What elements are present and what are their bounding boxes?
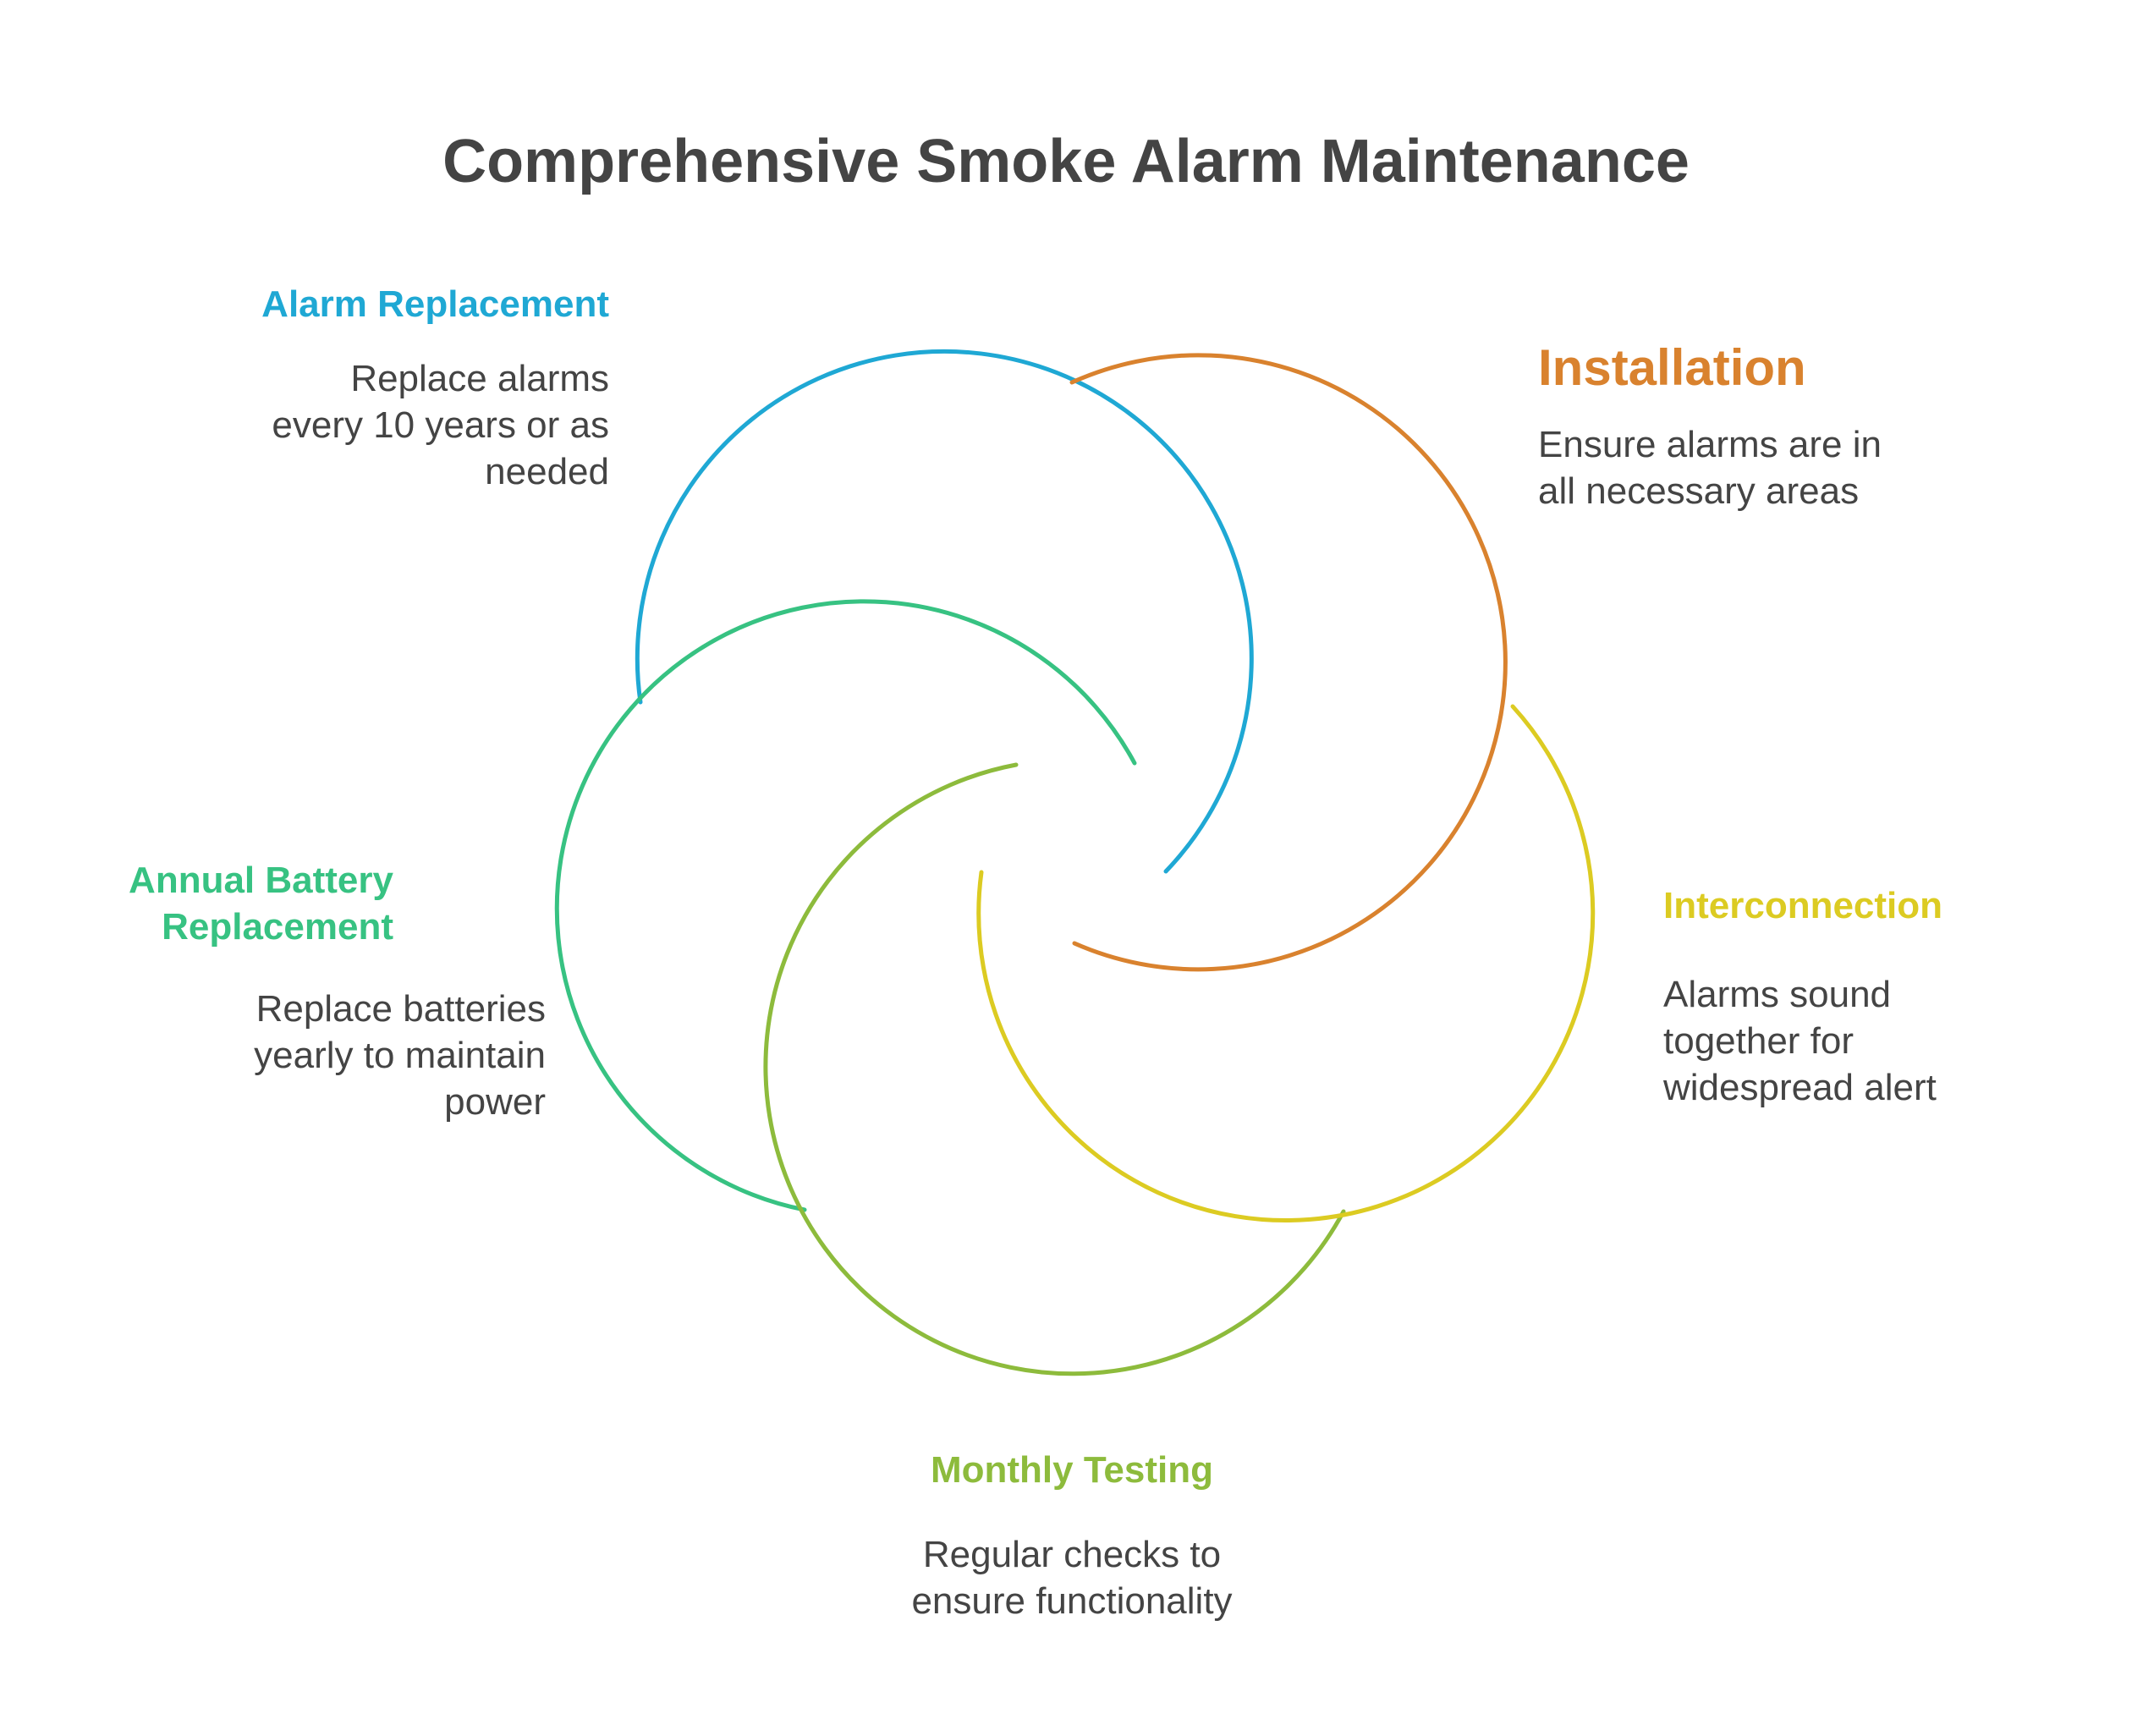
monthly-testing-title: Monthly Testing <box>930 1449 1214 1491</box>
annual-battery-block: Annual Battery Replacement Replace batte… <box>38 857 546 1125</box>
alarm-replacement-desc-3: needed <box>485 451 609 492</box>
installation-title: Installation <box>1538 339 1806 396</box>
alarm-replacement-block: Alarm Replacement Replace alarms every 1… <box>102 281 609 495</box>
installation-desc-1: Ensure alarms are in <box>1538 424 1882 465</box>
interconnection-desc-3: widespread alert <box>1663 1067 1937 1108</box>
monthly-testing-desc-2: ensure functionality <box>911 1580 1233 1622</box>
annual-battery-desc-1: Replace batteries <box>256 988 546 1030</box>
alarm-replacement-desc-1: Replace alarms <box>350 358 609 399</box>
annual-battery-desc-3: power <box>444 1081 546 1123</box>
ring-interconnection <box>976 704 1596 1223</box>
installation-block: Installation Ensure alarms are in all ne… <box>1538 338 2046 514</box>
interconnection-desc-1: Alarms sound <box>1663 974 1892 1015</box>
monthly-testing-desc-1: Regular checks to <box>922 1534 1222 1575</box>
ring-monthly-testing <box>763 762 1346 1376</box>
alarm-replacement-desc-2: every 10 years or as <box>272 404 609 446</box>
annual-battery-title-2: Replacement <box>162 906 393 948</box>
alarm-replacement-title: Alarm Replacement <box>261 283 609 325</box>
ring-installation <box>1069 353 1508 972</box>
ring-annual-battery <box>554 599 1137 1212</box>
installation-desc-2: all necessary areas <box>1538 470 1860 512</box>
monthly-testing-block: Monthly Testing Regular checks to ensure… <box>818 1447 1326 1624</box>
interconnection-block: Interconnection Alarms sound together fo… <box>1663 882 2086 1111</box>
page-title: Comprehensive Smoke Alarm Maintenance <box>442 128 1690 195</box>
annual-battery-desc-2: yearly to maintain <box>254 1035 546 1076</box>
interconnection-title: Interconnection <box>1663 885 1943 926</box>
ring-alarm-replacement <box>635 349 1254 874</box>
annual-battery-title-1: Annual Battery <box>129 860 393 901</box>
interconnection-desc-2: together for <box>1663 1020 1855 1062</box>
